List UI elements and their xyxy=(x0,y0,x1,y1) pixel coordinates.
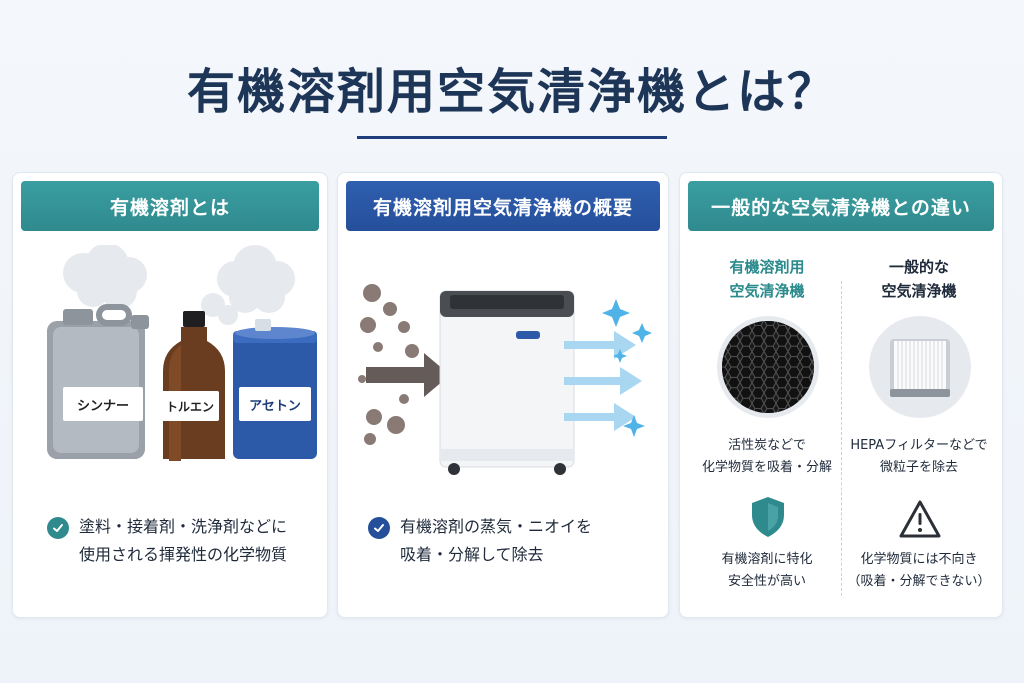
organic-purifier-title: 有機溶剤用 空気清浄機 xyxy=(729,258,805,300)
shield-icon xyxy=(752,497,784,537)
hepa-filter-icon xyxy=(869,316,971,418)
air-purifier-illustration xyxy=(358,284,652,475)
card-header: 有機溶剤用空気清浄機の概要 xyxy=(346,181,660,231)
solvent-containers-illustration xyxy=(47,245,317,461)
check-circle-icon xyxy=(47,517,69,539)
card-description: 有機溶剤の蒸気・ニオイを 吸着・分解して除去 xyxy=(400,517,593,564)
check-circle-icon xyxy=(368,517,390,539)
card-comparison: 一般的な空気清浄機との違い 有機溶剤用 空気清浄機 活性炭などで 化学物質を吸着… xyxy=(679,172,1003,618)
card-header: 有機溶剤とは xyxy=(21,181,319,231)
warning-triangle-icon xyxy=(899,500,941,538)
column-divider xyxy=(841,281,842,596)
general-purifier-title: 一般的な 空気清浄機 xyxy=(881,258,957,300)
general-purifier-feature-text: 化学物質には不向き （吸着・分解できない） xyxy=(847,552,991,589)
card-organic-solvent: 有機溶剤とは シンナー トルエン アセトン 塗料・接着剤・洗浄剤などに 使用され… xyxy=(12,172,328,618)
activated-carbon-filter-icon xyxy=(717,316,819,418)
general-purifier-filter-text: HEPAフィルターなどで 微粒子を除去 xyxy=(850,438,988,475)
organic-purifier-filter-text: 活性炭などで 化学物質を吸着・分解 xyxy=(701,438,832,475)
bottle-label-acetone: アセトン xyxy=(239,387,311,421)
bottle-label-toluene: トルエン xyxy=(161,391,219,421)
bottle-label-thinner: シンナー xyxy=(63,387,143,421)
card-description: 塗料・接着剤・洗浄剤などに 使用される揮発性の化学物質 xyxy=(79,517,288,564)
card-header: 一般的な空気清浄機との違い xyxy=(688,181,994,231)
page-title: 有機溶剤用空気清浄機とは？ xyxy=(186,64,837,120)
organic-purifier-feature-text: 有機溶剤に特化 安全性が高い xyxy=(721,552,813,589)
card-purifier-overview: 有機溶剤用空気清浄機の概要 xyxy=(337,172,669,618)
title-underline xyxy=(357,136,667,139)
